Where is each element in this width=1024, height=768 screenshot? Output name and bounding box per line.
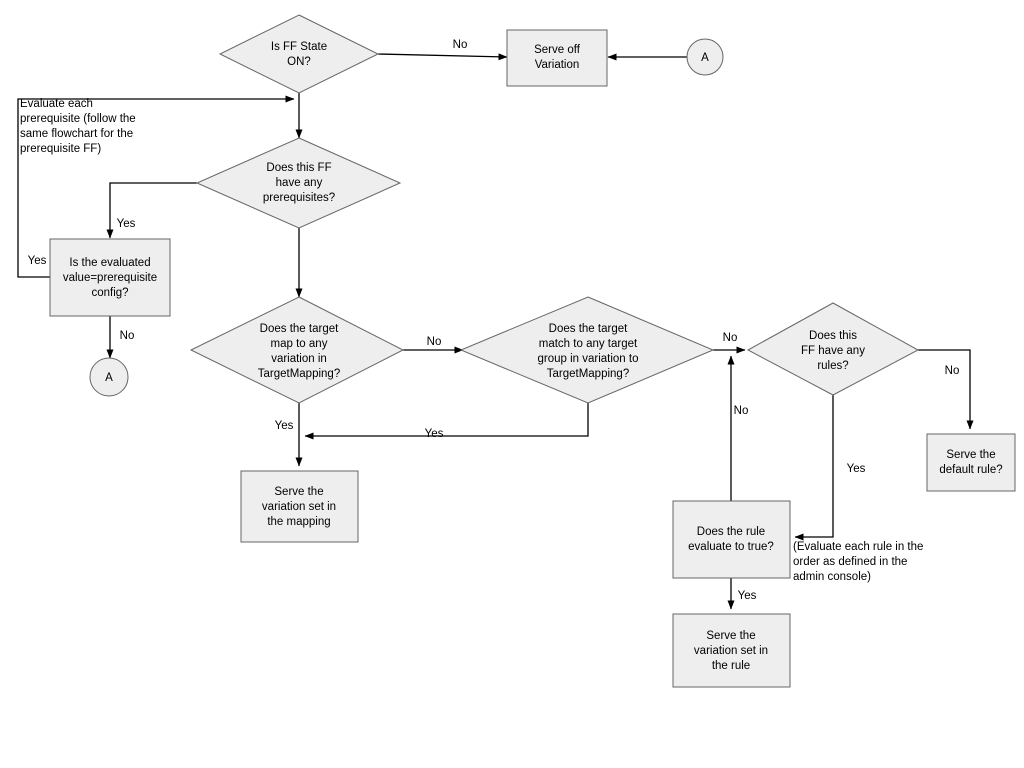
edge-label-target-map-yes: Yes xyxy=(275,420,294,432)
serve-default-rule-box[interactable] xyxy=(926,433,1016,492)
edge-label-rule-true-yes: Yes xyxy=(738,590,757,602)
evaluated-value-check-label-line1: Is the evaluated xyxy=(69,257,150,269)
rule-evaluate-true-box[interactable] xyxy=(672,500,791,579)
has-rules-label-line2: FF have any xyxy=(801,345,865,357)
serve-variation-mapping-label-line3: the mapping xyxy=(267,516,330,528)
node-connector-a-bottom[interactable]: A xyxy=(89,357,129,397)
has-rules-label-line1: Does this xyxy=(809,330,857,342)
edge-rules-yes-to-rule-evaluate xyxy=(794,395,834,541)
connector-layer xyxy=(17,53,974,610)
note-rule-order-line2: order as defined in the xyxy=(793,556,907,568)
note-prerequisite: Evaluate each prerequisite (follow the s… xyxy=(20,98,136,155)
edge-label-rule-false-no: No xyxy=(734,405,749,417)
serve-default-rule-label-line1: Serve the xyxy=(946,449,995,461)
note-prerequisite-line1: Evaluate each xyxy=(20,98,93,110)
node-rule-evaluate-true[interactable]: Does the rule evaluate to true? xyxy=(672,500,791,579)
node-evaluated-value-check[interactable]: Is the evaluated value=prerequisite conf… xyxy=(49,238,171,317)
serve-variation-mapping-label-line2: variation set in xyxy=(262,501,336,513)
edge-label-target-match-yes: Yes xyxy=(425,428,444,440)
serve-variation-rule-label-line2: variation set in xyxy=(694,645,768,657)
edge-target-match-yes-loopback xyxy=(304,403,589,440)
has-prerequisites-label-line1: Does this FF xyxy=(266,162,331,174)
node-serve-variation-mapping[interactable]: Serve the variation set in the mapping xyxy=(240,470,359,543)
note-prerequisite-line2: prerequisite (follow the xyxy=(20,113,136,125)
note-prerequisite-line4: prerequisite FF) xyxy=(20,143,101,155)
serve-variation-mapping-label-line1: Serve the xyxy=(274,486,323,498)
edge-label-prereq-yes: Yes xyxy=(117,218,136,230)
has-prerequisites-label-line2: have any xyxy=(276,177,323,189)
note-prerequisite-line3: same flowchart for the xyxy=(20,128,133,140)
node-has-prerequisites[interactable]: Does this FF have any prerequisites? xyxy=(195,137,402,229)
evaluated-value-check-box[interactable] xyxy=(49,238,171,317)
node-has-rules[interactable]: Does this FF have any rules? xyxy=(746,302,920,396)
target-map-variation-label-line1: Does the target xyxy=(260,323,339,335)
node-target-match-group[interactable]: Does the target match to any target grou… xyxy=(459,296,715,404)
serve-off-variation-label-line1: Serve off xyxy=(534,44,581,56)
is-ff-state-on-label-line1: Is FF State xyxy=(271,41,327,53)
serve-variation-mapping-box[interactable] xyxy=(240,470,359,543)
has-rules-diamond[interactable] xyxy=(746,302,920,396)
node-serve-variation-rule[interactable]: Serve the variation set in the rule xyxy=(672,613,791,688)
target-match-group-label-line1: Does the target xyxy=(549,323,628,335)
edge-label-evaluated-no: No xyxy=(120,330,135,342)
note-rule-order: (Evaluate each rule in the order as defi… xyxy=(793,541,923,583)
node-serve-off-variation[interactable]: Serve off Variation xyxy=(506,29,608,87)
target-map-variation-diamond[interactable] xyxy=(189,296,405,404)
node-connector-a-top[interactable]: A xyxy=(686,38,724,76)
node-serve-default-rule[interactable]: Serve the default rule? xyxy=(926,433,1016,492)
is-ff-state-on-label-line2: ON? xyxy=(287,56,311,68)
edge-label-target-map-no: No xyxy=(427,336,442,348)
edge-label-state-on-no: No xyxy=(453,39,468,51)
connector-a-bottom-circle[interactable] xyxy=(89,357,129,397)
note-rule-order-line1: (Evaluate each rule in the xyxy=(793,541,923,553)
note-rule-order-line3: admin console) xyxy=(793,571,871,583)
serve-default-rule-label-line2: default rule? xyxy=(939,464,1002,476)
target-match-group-label-line3: group in variation to xyxy=(537,353,638,365)
target-map-variation-label-line2: map to any xyxy=(271,338,328,350)
serve-variation-rule-label-line1: Serve the xyxy=(706,630,755,642)
edge-label-rules-yes: Yes xyxy=(847,463,866,475)
connector-a-bottom-label: A xyxy=(105,372,113,384)
connector-a-top-label: A xyxy=(701,52,709,64)
edge-label-rules-no-right: No xyxy=(945,365,960,377)
target-match-group-label-line4: TargetMapping? xyxy=(547,368,629,380)
edge-evaluated-yes-loopback xyxy=(17,95,295,278)
node-is-ff-state-on[interactable]: Is FF State ON? xyxy=(218,14,380,94)
is-ff-state-on-diamond[interactable] xyxy=(218,14,380,94)
target-map-variation-label-line3: variation in xyxy=(271,353,327,365)
has-rules-label-line3: rules? xyxy=(817,360,848,372)
target-match-group-diamond[interactable] xyxy=(459,296,715,404)
edge-label-prereq-loopback-yes: Yes xyxy=(28,255,47,267)
evaluated-value-check-label-line3: config? xyxy=(91,287,128,299)
edge-rules-no-to-serve-default xyxy=(918,349,974,430)
node-target-map-variation[interactable]: Does the target map to any variation in … xyxy=(189,296,405,404)
serve-off-variation-label-line2: Variation xyxy=(535,59,580,71)
has-prerequisites-diamond[interactable] xyxy=(195,137,402,229)
connector-a-top-circle[interactable] xyxy=(686,38,724,76)
edge-prerequisites-yes-to-evaluated xyxy=(106,182,197,239)
serve-off-variation-box[interactable] xyxy=(506,29,608,87)
evaluated-value-check-label-line2: value=prerequisite xyxy=(63,272,157,284)
rule-evaluate-true-label-line1: Does the rule xyxy=(697,526,765,538)
edge-label-target-match-no: No xyxy=(723,332,738,344)
rule-evaluate-true-label-line2: evaluate to true? xyxy=(688,541,774,553)
has-prerequisites-label-line3: prerequisites? xyxy=(263,192,335,204)
serve-variation-rule-box[interactable] xyxy=(672,613,791,688)
edge-state-on-to-serve-off xyxy=(377,53,508,61)
serve-variation-rule-label-line3: the rule xyxy=(712,660,750,672)
edge-label-layer: No Yes Yes No No Yes Yes No No Yes No Ye… xyxy=(28,39,960,602)
target-map-variation-label-line4: TargetMapping? xyxy=(258,368,340,380)
target-match-group-label-line2: match to any target xyxy=(539,338,638,350)
